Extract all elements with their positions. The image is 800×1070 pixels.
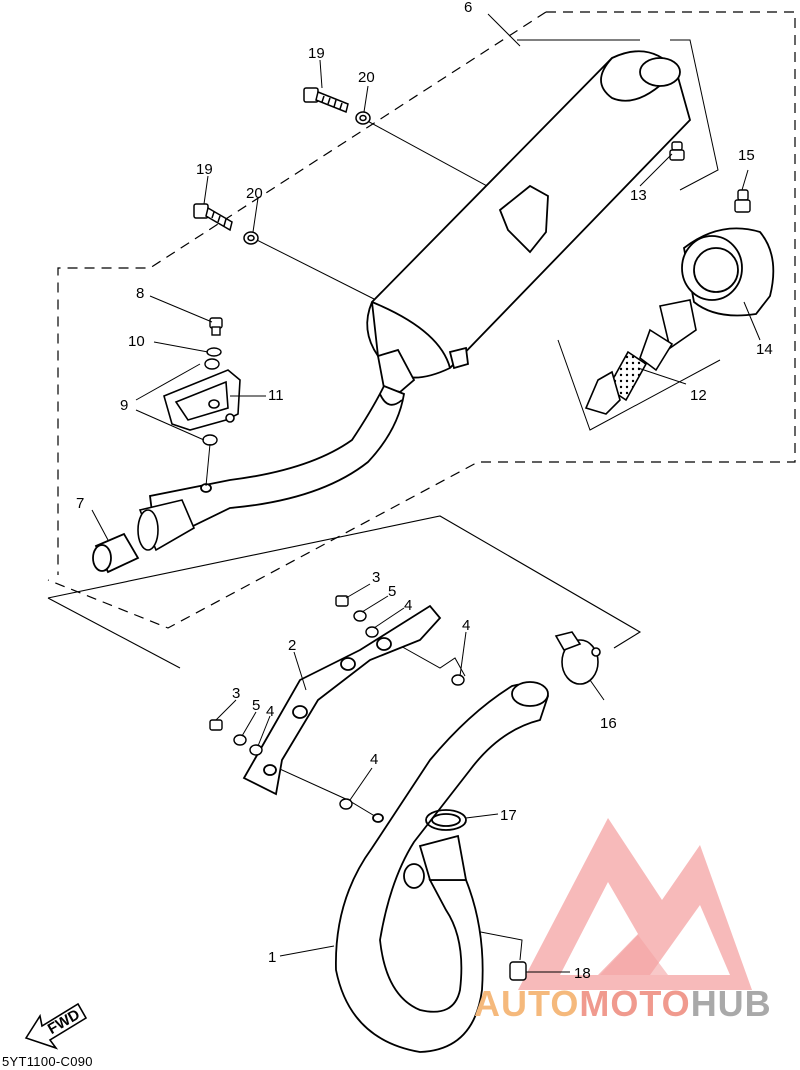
screw-15: [734, 189, 751, 213]
callout-11: 11: [268, 387, 284, 404]
callout-7: 7: [76, 495, 84, 512]
washer-20-upper: [355, 111, 371, 125]
callout-3-upper: 3: [372, 569, 380, 586]
callout-4-bottom: 4: [370, 751, 378, 768]
callout-6: 6: [464, 0, 472, 16]
callout-20-upper: 20: [358, 69, 375, 86]
callout-2: 2: [288, 637, 296, 654]
callout-1: 1: [268, 949, 276, 966]
callout-18: 18: [574, 965, 591, 982]
callout-4-right: 4: [462, 617, 470, 634]
muffler: [366, 50, 692, 393]
callout-9: 9: [120, 397, 128, 414]
bolt-8: [209, 317, 223, 336]
bracket-11: [163, 369, 241, 431]
callout-19-upper: 19: [308, 45, 325, 62]
bolt-19-upper: [303, 87, 349, 114]
assembly-boundary-muffler: [47, 11, 796, 629]
callout-19-lower: 19: [196, 161, 213, 178]
nut-18: [509, 961, 527, 981]
watermark-part-auto: AUTO: [474, 983, 580, 1024]
callout-4-lower: 4: [266, 703, 274, 720]
callout-17: 17: [500, 807, 517, 824]
callout-16: 16: [600, 715, 617, 732]
callout-14: 14: [756, 341, 773, 358]
joint-sleeve: [137, 499, 196, 552]
callout-15: 15: [738, 147, 755, 164]
gasket-7: [92, 532, 140, 574]
clamp-16: [554, 631, 601, 685]
callout-13: 13: [630, 187, 647, 204]
washer-20-lower: [243, 231, 259, 245]
assembly-boundary-pipe: [47, 515, 642, 669]
callout-4-upper: 4: [404, 597, 412, 614]
callout-numbers: 6 19 20 19 20 13 15 8 10 9 11 14 12 7 3 …: [76, 0, 773, 982]
fasteners-3-4-5: [209, 595, 465, 810]
callout-10: 10: [128, 333, 145, 350]
watermark-logo: [518, 818, 752, 990]
callout-20-lower: 20: [246, 185, 263, 202]
drawing-code: 5YT1100-C090: [2, 1054, 93, 1069]
callout-8: 8: [136, 285, 144, 302]
watermark-text: AUTOMOTOHUB: [474, 986, 772, 1022]
callout-12: 12: [690, 387, 707, 404]
callout-3-lower: 3: [232, 685, 240, 702]
spark-arrester-12: [584, 299, 697, 415]
callout-5-lower: 5: [252, 697, 260, 714]
callout-5-upper: 5: [388, 583, 396, 600]
exhaust-pipe-1: [335, 681, 550, 1053]
leader-lines: [252, 39, 721, 961]
screw-13: [669, 141, 685, 161]
end-cap-14: [681, 227, 775, 317]
forward-arrow-icon: [24, 1002, 88, 1050]
callout-leaders: [91, 13, 761, 973]
bolt-19-lower: [193, 203, 233, 232]
gasket-17: [425, 809, 467, 831]
watermark-part-hub: HUB: [690, 983, 772, 1024]
protector-2: [242, 604, 442, 796]
watermark-part-moto: MOTO: [579, 983, 691, 1024]
